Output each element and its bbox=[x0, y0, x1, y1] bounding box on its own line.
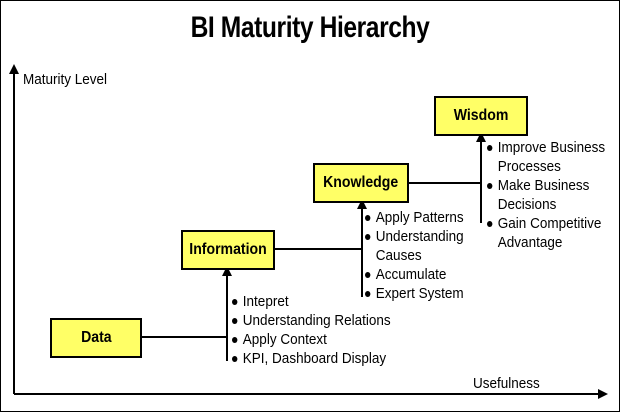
list-item-continuation: Decisions bbox=[497, 196, 557, 213]
list-item: KPI, Dashboard Display bbox=[232, 349, 391, 368]
stage-knowledge-label: Knowledge bbox=[323, 174, 399, 191]
stage-information-label: Information bbox=[189, 241, 267, 258]
connector-data-to-information bbox=[141, 266, 232, 338]
list-item: Gain Competitive bbox=[487, 214, 605, 233]
knowledge-bullet-list: Apply Patterns Understanding Causes Accu… bbox=[365, 208, 475, 303]
stage-knowledge-box: Knowledge bbox=[313, 163, 409, 203]
list-item: Apply Context bbox=[232, 330, 391, 349]
stage-wisdom-label: Wisdom bbox=[453, 107, 509, 124]
connector-information-to-knowledge bbox=[274, 199, 367, 250]
x-axis-label: Usefulness bbox=[473, 375, 540, 392]
list-item: Make Business bbox=[487, 176, 605, 195]
list-item-continuation: Causes bbox=[375, 247, 422, 264]
diagram-title: BI Maturity Hierarchy bbox=[190, 11, 430, 44]
stage-information-box: Information bbox=[181, 230, 275, 270]
list-item: Understanding Relations bbox=[232, 311, 391, 330]
y-axis-label: Maturity Level bbox=[23, 71, 108, 88]
wisdom-bullet-list: Improve Business Processes Make Business… bbox=[487, 138, 618, 252]
list-item-continuation: Processes bbox=[497, 158, 561, 175]
stage-data-label: Data bbox=[80, 329, 112, 346]
list-item: Apply Patterns bbox=[365, 208, 464, 227]
list-item: Improve Business bbox=[487, 138, 605, 157]
list-item: Intepret bbox=[232, 292, 391, 311]
list-item: Expert System bbox=[365, 284, 464, 303]
connector-knowledge-to-wisdom bbox=[408, 132, 486, 184]
list-item-continuation: Advantage bbox=[497, 234, 563, 251]
information-bullet-list: Intepret Understanding Relations Apply C… bbox=[232, 292, 408, 368]
list-item: Understanding bbox=[365, 227, 464, 246]
list-item: Accumulate bbox=[365, 265, 464, 284]
stage-wisdom-box: Wisdom bbox=[434, 96, 528, 136]
stage-data-box: Data bbox=[50, 318, 142, 358]
